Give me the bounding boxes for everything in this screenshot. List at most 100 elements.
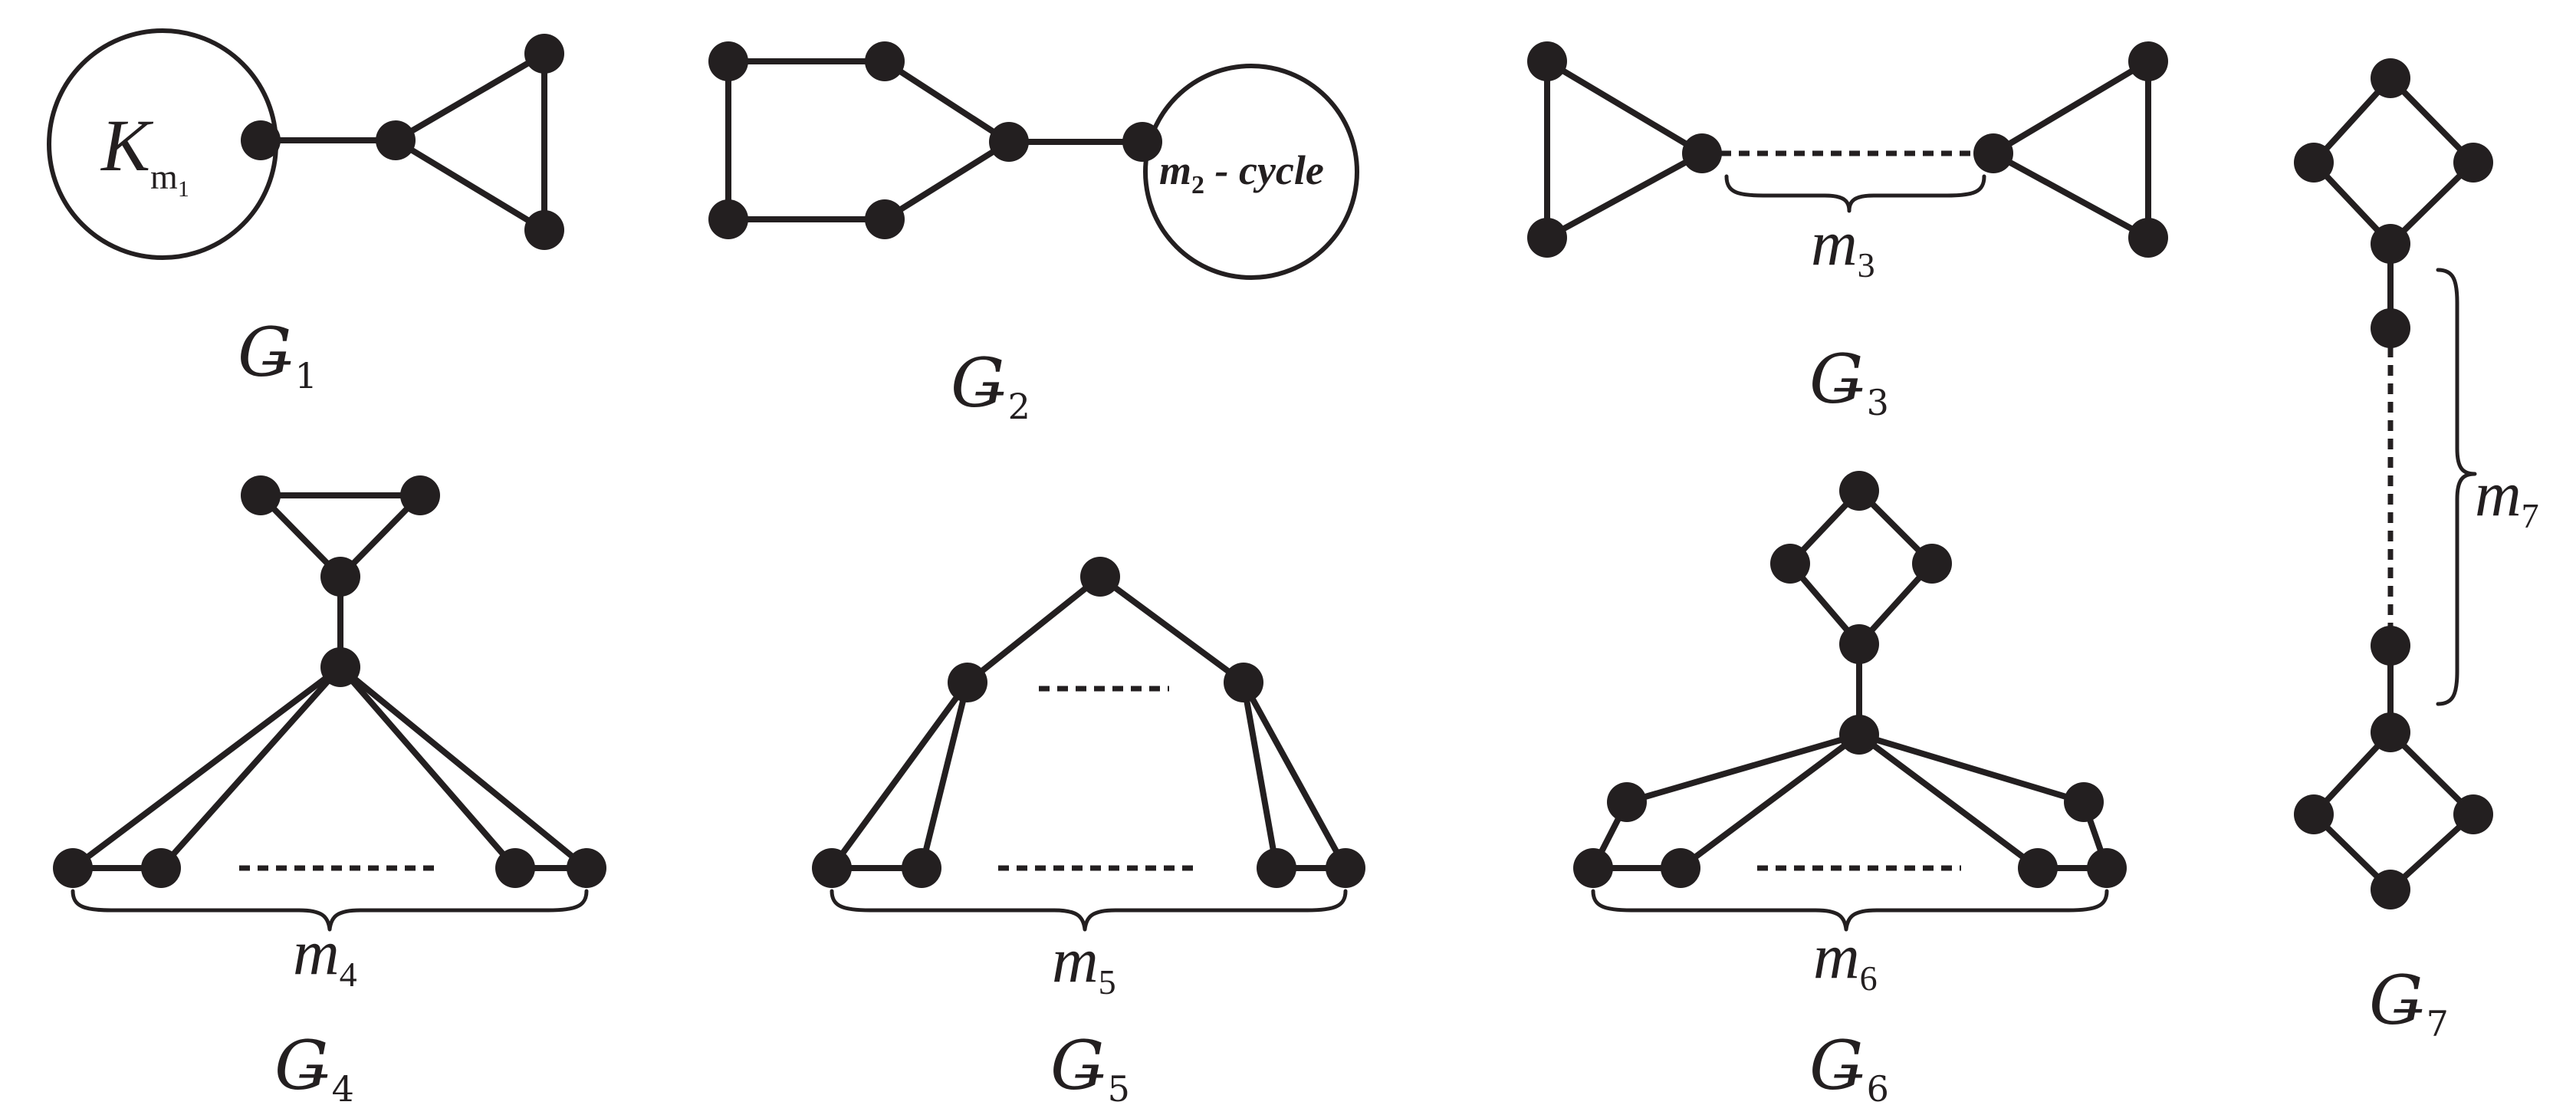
edge xyxy=(1990,58,2151,156)
vertex xyxy=(2453,143,2493,183)
vertex xyxy=(567,848,606,888)
edge xyxy=(1544,150,1705,241)
graph-letter: Ǥ xyxy=(2369,961,2426,1040)
vertex xyxy=(2371,712,2410,752)
vertex xyxy=(948,663,987,702)
vertex xyxy=(902,848,941,888)
graph-g1: Km1 Ǥ1 xyxy=(47,28,564,396)
param-index: 7 xyxy=(2522,496,2539,535)
graph-letter: Ǥ xyxy=(1050,1026,1108,1105)
param-letter: m xyxy=(293,917,340,988)
vertex xyxy=(1839,471,1879,511)
edge xyxy=(1990,150,2151,241)
vertex xyxy=(708,199,748,239)
vertex xyxy=(865,41,905,81)
vertex xyxy=(53,848,93,888)
vertex xyxy=(1973,133,2013,173)
edge xyxy=(1856,732,2041,871)
vertex xyxy=(2128,218,2168,258)
param-letter: m xyxy=(1813,921,1860,992)
brace-m3 xyxy=(1724,174,1986,213)
vertex xyxy=(2128,41,2168,81)
vertex xyxy=(2018,848,2058,888)
graph-label-g3: Ǥ3 xyxy=(1809,340,1889,423)
edge xyxy=(829,679,971,871)
vertex xyxy=(2371,870,2410,909)
vertex xyxy=(1573,848,1613,888)
param-label-m6: m6 xyxy=(1813,921,1878,998)
vertex xyxy=(1839,715,1879,755)
vertex xyxy=(1122,122,1162,162)
vertex xyxy=(865,199,905,239)
edge xyxy=(1240,679,1349,871)
vertex xyxy=(241,475,281,515)
vertex xyxy=(1257,848,1296,888)
vertex xyxy=(1661,848,1700,888)
complete-graph-label: Km1 xyxy=(100,104,189,202)
vertex xyxy=(2087,848,2127,888)
edge xyxy=(1097,574,1247,686)
vertex xyxy=(2453,794,2493,834)
vertex xyxy=(2294,794,2334,834)
edge xyxy=(393,51,547,143)
vertex xyxy=(524,210,564,250)
param-label-m7: m7 xyxy=(2475,459,2539,535)
graph-label-g6: Ǥ6 xyxy=(1809,1026,1889,1110)
graph-label-g7: Ǥ7 xyxy=(2369,961,2449,1044)
edge xyxy=(337,664,590,871)
graph-index: 1 xyxy=(295,355,317,396)
vertex xyxy=(1607,782,1647,822)
graph-g7: m7 Ǥ7 xyxy=(2294,58,2539,1044)
cycle-circle xyxy=(1143,64,1359,280)
brace-m6 xyxy=(1591,889,2109,932)
graph-label-g2: Ǥ2 xyxy=(951,344,1030,427)
edge xyxy=(882,58,1012,145)
edge xyxy=(1677,732,1862,871)
edge xyxy=(882,139,1012,222)
graph-index: 7 xyxy=(2426,1003,2449,1044)
vertex xyxy=(241,120,281,160)
vertex xyxy=(376,120,416,160)
vertex xyxy=(708,41,748,81)
vertex xyxy=(812,848,852,888)
edge xyxy=(393,137,547,233)
vertex xyxy=(2371,308,2410,348)
graph-index: 5 xyxy=(1108,1068,1130,1110)
vertex xyxy=(1527,218,1567,258)
param-letter: m xyxy=(2475,459,2522,530)
graph-letter: Ǥ xyxy=(238,313,295,392)
vertex xyxy=(1527,41,1567,81)
cycle-label: m2 - cycle xyxy=(1159,147,1324,199)
cycle-letter: m xyxy=(1159,147,1191,193)
graph-label-g5: Ǥ5 xyxy=(1050,1026,1130,1110)
vertex xyxy=(1326,848,1365,888)
vertex xyxy=(2371,58,2410,98)
graph-letter: Ǥ xyxy=(951,344,1008,423)
edge xyxy=(1240,679,1280,871)
edge xyxy=(1544,58,1705,156)
graph-index: 2 xyxy=(1008,386,1030,427)
graph-letter: Ǥ xyxy=(1809,340,1867,419)
graph-index: 6 xyxy=(1867,1068,1889,1110)
vertex xyxy=(320,557,360,597)
edge xyxy=(337,664,518,871)
cycle-index: 2 xyxy=(1191,171,1204,199)
complete-graph-subscript: m xyxy=(150,157,178,196)
brace-m7 xyxy=(2436,268,2477,706)
vertex xyxy=(2064,782,2104,822)
brace-m5 xyxy=(830,889,1348,932)
param-index: 4 xyxy=(340,955,357,994)
graph-g6: m6 Ǥ6 xyxy=(1573,471,2127,1110)
param-label-m4: m4 xyxy=(293,917,357,994)
vertex xyxy=(320,647,360,687)
graph-g5: m5 Ǥ5 xyxy=(812,557,1365,1110)
graph-index: 3 xyxy=(1867,382,1889,423)
graph-letter: Ǥ xyxy=(1809,1026,1867,1105)
graph-label-g1: Ǥ1 xyxy=(238,313,317,396)
edge xyxy=(918,679,971,871)
graph-g4: m4 Ǥ4 xyxy=(53,475,606,1110)
graph-label-g4: Ǥ4 xyxy=(274,1026,354,1110)
vertex xyxy=(141,848,181,888)
vertex xyxy=(1080,557,1120,597)
